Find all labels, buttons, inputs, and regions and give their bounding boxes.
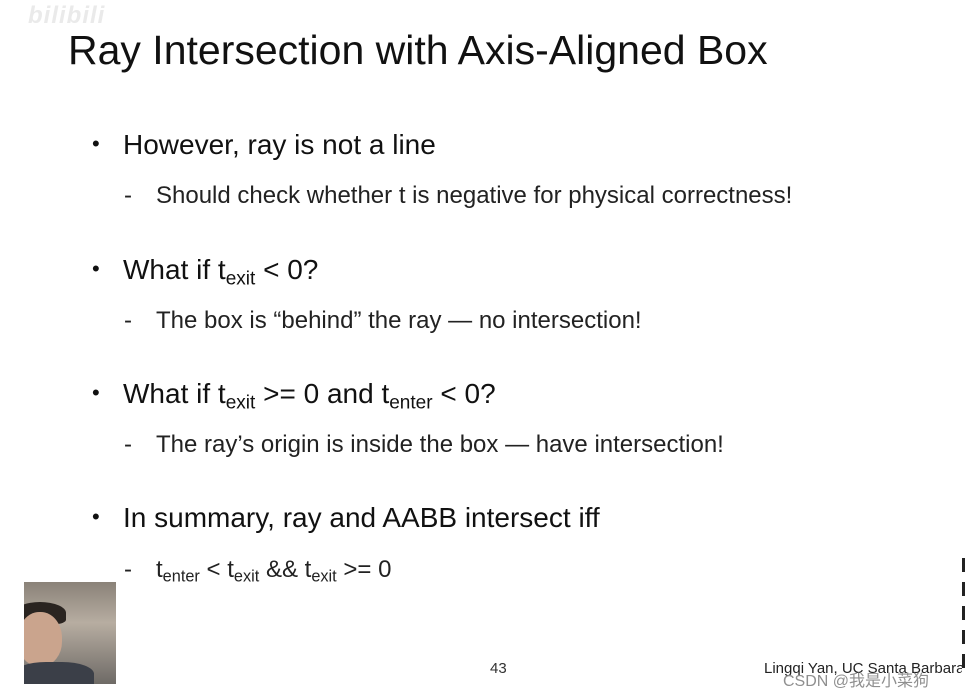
bullet-icon: • (92, 380, 100, 405)
bullet-text-post: < 0? (255, 254, 319, 285)
bullet-text-mid: >= 0 and t (255, 378, 390, 409)
subscript-exit: exit (233, 567, 260, 586)
subscript-exit: exit (225, 392, 256, 414)
sub-bullet-text: The ray’s origin is inside the box — hav… (156, 431, 724, 458)
dash-icon: - (124, 556, 132, 583)
bullet-origin-inside: • What if texit >= 0 and tenter < 0? (92, 377, 496, 414)
sub-bullet-text: The box is “behind” the ray — no interse… (156, 307, 642, 334)
dash-icon: - (124, 307, 132, 334)
dash-icon: - (124, 182, 132, 209)
webcam-overlay (24, 582, 116, 684)
sub-bullet-have-intersection: -The ray’s origin is inside the box — ha… (124, 431, 724, 460)
bullet-text: However, ray is not a line (123, 129, 436, 160)
sub-bullet-text: Should check whether t is negative for p… (156, 182, 793, 209)
footer-credit: Lingqi Yan, UC Santa Barbara (764, 660, 965, 677)
right-edge-bar (962, 558, 965, 678)
video-watermark: bilibili (28, 2, 106, 29)
cond-t: t (156, 556, 163, 583)
bullet-texit-negative: • What if texit < 0? (92, 253, 319, 290)
bullet-text: In summary, ray and AABB intersect iff (123, 502, 600, 533)
cond-op3: >= 0 (336, 556, 392, 583)
subscript-enter: enter (162, 567, 200, 586)
webcam-shirt (24, 662, 94, 684)
subscript-exit: exit (311, 567, 337, 586)
cond-op1: < t (199, 556, 234, 583)
bullet-icon: • (92, 256, 100, 281)
dash-icon: - (124, 431, 132, 458)
slide-title: Ray Intersection with Axis-Aligned Box (68, 27, 768, 73)
bullet-icon: • (92, 131, 100, 156)
sub-bullet-check-negative: -Should check whether t is negative for … (124, 182, 792, 211)
subscript-exit: exit (225, 268, 256, 290)
sub-bullet-condition: -tenter < texit && texit >= 0 (124, 556, 391, 585)
sub-bullet-behind-ray: -The box is “behind” the ray — no inters… (124, 307, 642, 336)
webcam-face (24, 612, 62, 666)
bullet-summary: • In summary, ray and AABB intersect iff (92, 501, 600, 535)
bullet-text-post: < 0? (432, 378, 496, 409)
bullet-text-pre: What if t (123, 254, 226, 285)
page-number: 43 (490, 660, 507, 677)
bullet-icon: • (92, 504, 100, 529)
subscript-enter: enter (389, 392, 433, 414)
bullet-text-pre: What if t (123, 378, 226, 409)
cond-op2: && t (259, 556, 312, 583)
csdn-watermark: CSDN @我是小菜狗 (783, 673, 930, 690)
bullet-ray-not-line: • However, ray is not a line (92, 128, 436, 162)
